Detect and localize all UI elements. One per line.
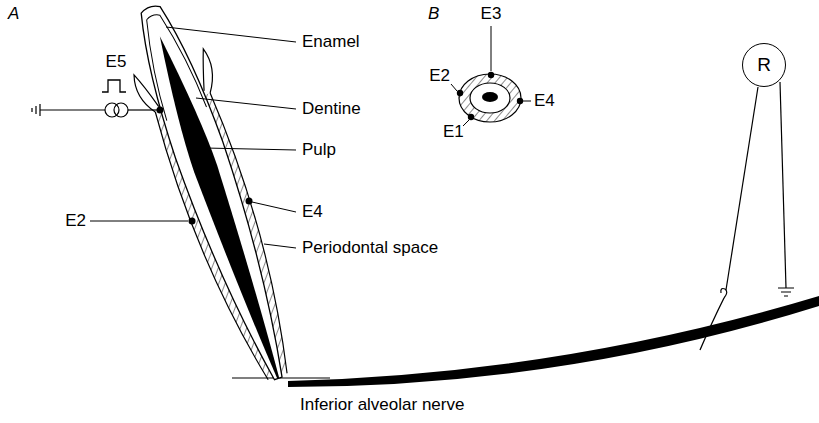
wire	[128, 109, 157, 110]
pulp-section	[482, 92, 498, 102]
nerve-branch	[700, 298, 724, 350]
leader-line	[205, 148, 296, 150]
electrode-label: E2	[429, 66, 450, 86]
part-label: Periodontal space	[302, 238, 438, 258]
electrode-label: E2	[65, 211, 86, 231]
current-source	[114, 103, 128, 117]
leader-line	[451, 84, 457, 91]
part-label: Inferior alveolar nerve	[300, 395, 464, 415]
leader-line	[90, 221, 188, 222]
current-source	[105, 103, 119, 117]
dentine-section	[470, 83, 510, 113]
ground-wire	[780, 82, 786, 288]
ground-symbol	[32, 104, 40, 116]
electrode	[517, 98, 523, 104]
inferior-alveolar-nerve	[288, 296, 819, 387]
electrode	[457, 90, 463, 96]
electrode-label: E4	[302, 202, 323, 222]
wire	[40, 109, 105, 110]
tooth-section	[113, 0, 316, 391]
ground-symbol	[778, 288, 794, 296]
electrode-label: E5	[106, 52, 127, 72]
leader-line	[264, 244, 296, 248]
leader-line	[252, 202, 296, 212]
panel-letter: A	[8, 4, 19, 24]
pulse-symbol	[102, 80, 126, 92]
electrode	[468, 114, 474, 120]
leader-line	[166, 27, 296, 42]
leader-line	[491, 26, 492, 71]
periodontal-ring	[459, 74, 521, 122]
electrode-label: E3	[481, 4, 502, 24]
recording-amplifier: R	[742, 43, 786, 87]
leader-line	[196, 98, 296, 109]
leader-line	[523, 101, 531, 102]
recording-wire	[726, 87, 758, 290]
electrode	[157, 107, 164, 114]
part-label: Dentine	[302, 99, 361, 119]
electrode-label: E1	[443, 122, 464, 142]
electrode	[189, 218, 196, 225]
leader-line	[463, 120, 469, 126]
leader-lines	[451, 26, 531, 126]
tooth-cross-section	[457, 72, 523, 122]
pulp	[148, 32, 289, 382]
electrode	[246, 198, 253, 205]
tooth-outline	[126, 0, 302, 387]
panel-letter: B	[428, 4, 439, 24]
part-label: Pulp	[302, 140, 336, 160]
node-label: R	[757, 54, 771, 76]
electrode	[488, 72, 494, 78]
electrode-label: E4	[534, 91, 555, 111]
part-label: Enamel	[302, 32, 360, 52]
leader-lines	[90, 27, 296, 248]
